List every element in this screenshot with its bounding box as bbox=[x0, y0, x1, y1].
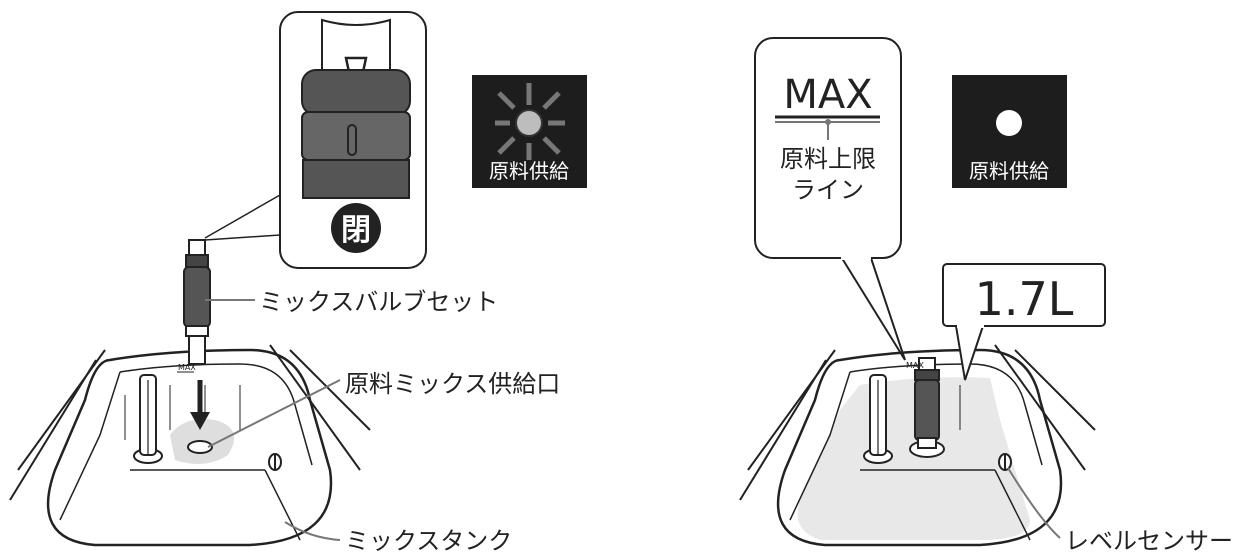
left-small-max: MAX bbox=[178, 363, 196, 372]
max-caption-line1: 原料上限 bbox=[780, 145, 876, 173]
left-inlet-hole bbox=[187, 440, 213, 454]
volume-callout: 1.7L bbox=[942, 263, 1106, 381]
right-panel: MAX MAX 原料上限 ライン 1.7L 原料供給 レ bbox=[739, 37, 1233, 553]
callout-tank: ミックスタンク bbox=[345, 527, 512, 553]
valve-zoom-callout: 閉 bbox=[204, 11, 427, 269]
max-line-label: MAX bbox=[783, 72, 872, 118]
closed-mark-text: 閉 bbox=[341, 213, 371, 248]
right-valve-installed bbox=[909, 357, 945, 458]
right-level-knob bbox=[998, 453, 1012, 471]
left-indicator-panel: 原料供給 bbox=[472, 75, 587, 188]
right-sensor-pin bbox=[863, 374, 893, 464]
insert-arrow bbox=[190, 380, 210, 430]
right-indicator-lamp bbox=[996, 110, 1022, 136]
left-valve bbox=[183, 239, 211, 365]
closed-mark bbox=[331, 203, 381, 253]
left-indicator-lamp bbox=[515, 109, 543, 137]
max-line-callout: MAX 原料上限 ライン bbox=[754, 37, 906, 361]
left-panel: MAX 閉 bbox=[9, 11, 587, 553]
left-tank-outline bbox=[9, 344, 371, 547]
left-indicator-label: 原料供給 bbox=[489, 159, 569, 183]
right-indicator-panel: 原料供給 bbox=[952, 75, 1067, 188]
volume-label: 1.7L bbox=[975, 272, 1074, 326]
right-liquid-fill bbox=[797, 377, 1030, 540]
callout-valve: ミックスバルブセット bbox=[259, 288, 498, 316]
left-level-knob bbox=[268, 453, 282, 471]
right-indicator-label: 原料供給 bbox=[969, 159, 1049, 183]
callout-inlet: 原料ミックス供給口 bbox=[345, 370, 560, 398]
max-caption-line2: ライン bbox=[792, 176, 864, 204]
callout-sensor: レベルセンサー bbox=[1065, 527, 1233, 553]
left-sensor-pin bbox=[133, 374, 163, 464]
right-small-max: MAX bbox=[906, 361, 924, 370]
